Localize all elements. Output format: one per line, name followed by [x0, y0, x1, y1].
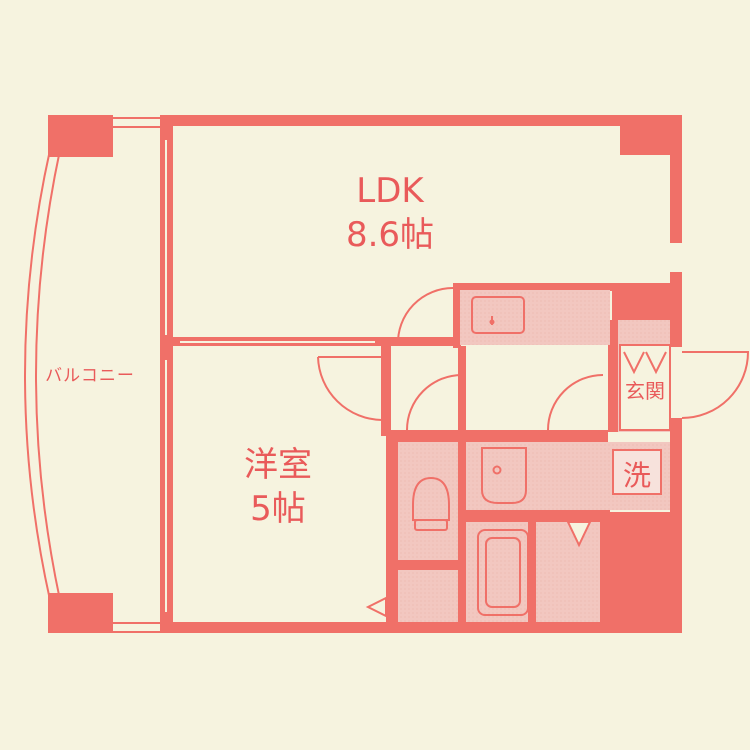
bathroom — [466, 521, 600, 622]
balcony-pillar-bottom — [48, 593, 113, 633]
kitchen-counter — [460, 290, 610, 345]
toilet-icon — [412, 476, 450, 521]
ldk-size: 8.6帖 — [346, 215, 434, 255]
toilet-room — [398, 442, 458, 560]
door-swing-icon — [317, 287, 750, 618]
ldk-label: LDK — [356, 171, 425, 211]
washing-machine-space — [612, 449, 662, 495]
washbasin-icon — [481, 447, 527, 504]
entrance-label: 玄関 — [625, 379, 665, 403]
entrance — [618, 320, 671, 432]
washroom-label: 洗 — [623, 459, 651, 492]
balcony-label: バルコニー — [45, 366, 135, 386]
pillar-ne — [620, 115, 682, 155]
balcony-pillar-top — [48, 115, 113, 157]
kitchen-sink-icon — [471, 296, 525, 334]
pillar-se — [600, 512, 682, 633]
storage — [398, 570, 458, 622]
washroom — [466, 442, 670, 510]
balcony — [24, 115, 160, 633]
bathtub-icon — [477, 529, 529, 616]
bathroom-door-icon — [566, 521, 592, 548]
western-room-size: 5帖 — [250, 489, 306, 529]
western-room-label: 洋室 — [244, 445, 312, 485]
pillar-mid — [612, 283, 682, 320]
